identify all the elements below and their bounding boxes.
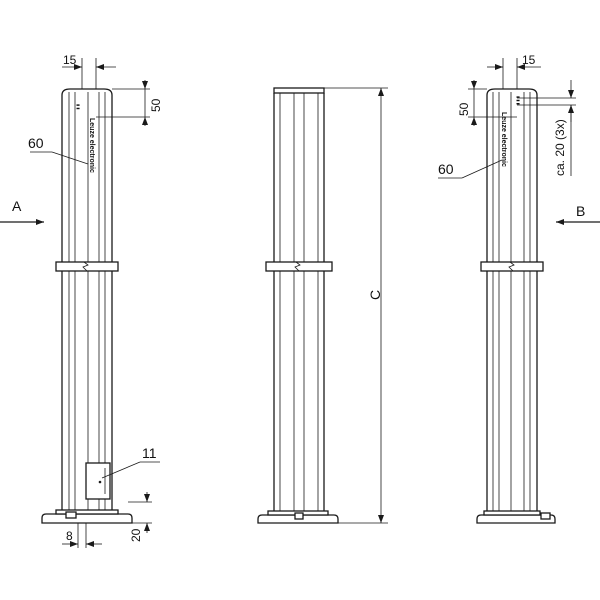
right-view-label: B (576, 203, 585, 219)
left-base-plate (41, 513, 133, 524)
right-column-view: ▮ ▮ ▮ Leuze electronic 15 50 ca. 20 (3x)… (438, 53, 600, 524)
left-dim-bottom-height: 20 (129, 528, 143, 542)
middle-column-view: C (257, 87, 388, 524)
left-connection-module (85, 462, 111, 500)
middle-dim-total-height: C (367, 290, 383, 300)
right-dim-top-height: 50 (457, 102, 471, 116)
left-column-view: ▮ ▮ Leuze electronic 15 50 60 A 11 (0, 53, 163, 548)
left-dim-bottom-width: 8 (66, 529, 73, 543)
left-column-cap (61, 88, 113, 96)
right-brand-text: Leuze electronic (500, 112, 507, 167)
right-base-plate (476, 514, 556, 524)
left-break-band (55, 261, 119, 272)
middle-break-band (265, 261, 333, 272)
middle-column-cap (273, 87, 325, 94)
svg-text:▮ ▮: ▮ ▮ (76, 104, 81, 110)
left-view-label: A (12, 198, 22, 214)
right-dim-pitch: ca. 20 (3x) (553, 119, 567, 176)
left-callout-11: 11 (142, 445, 157, 461)
right-dim-top-width: 15 (522, 53, 536, 67)
right-break-band (480, 261, 544, 272)
left-dim-top-width: 15 (63, 53, 77, 67)
svg-text:▮ ▮ ▮: ▮ ▮ ▮ (516, 96, 521, 105)
left-callout-60: 60 (28, 135, 44, 151)
right-callout-60: 60 (438, 161, 454, 177)
left-dim-top-height: 50 (149, 98, 163, 112)
left-brand-text: Leuze electronic (88, 118, 95, 173)
right-column-cap (486, 88, 538, 96)
